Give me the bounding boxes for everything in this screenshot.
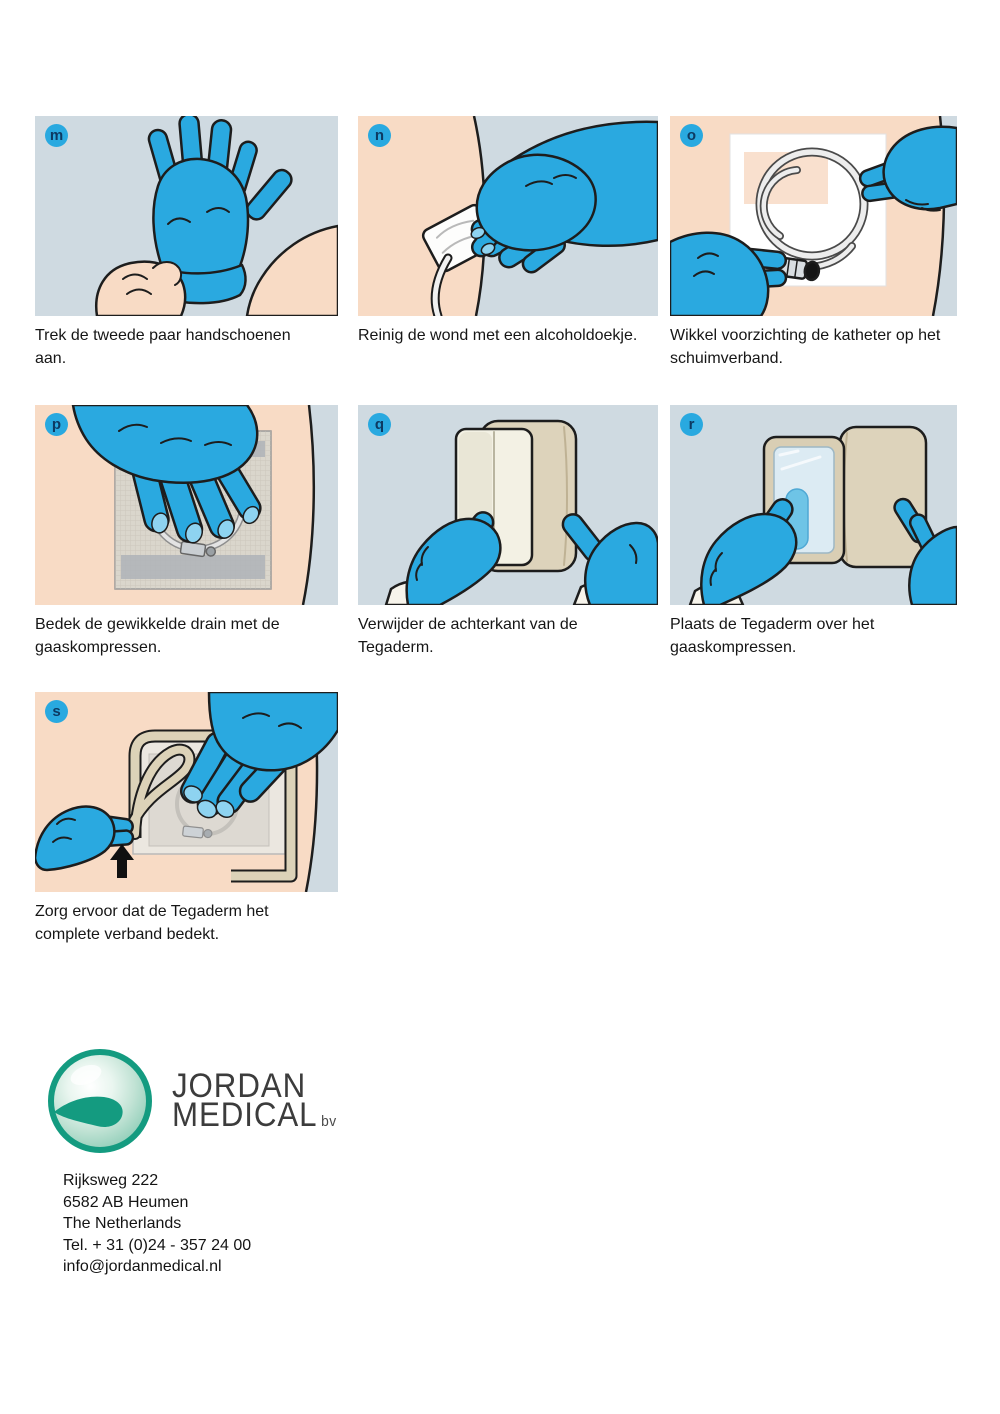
address-line-country: The Netherlands — [63, 1215, 182, 1232]
logo-suffix: bv — [321, 1113, 337, 1130]
address-line-street: Rijksweg 222 — [63, 1172, 159, 1189]
logo-sphere-icon — [48, 1049, 152, 1153]
step-panel-p: p Bedek de gewikkelde drain met de gaask… — [35, 405, 338, 659]
step-caption-q: Verwijder de achterkant van de Tegaderm. — [358, 616, 578, 657]
step-letter-badge-q: q — [368, 413, 391, 436]
step-letter-badge-s: s — [45, 700, 68, 723]
step-letter-badge-r: r — [680, 413, 703, 436]
step-letter-badge-n: n — [368, 124, 391, 147]
step-letter-badge-m: m — [45, 124, 68, 147]
step-caption-o: Wikkel voorzichting de katheter op het s… — [670, 327, 941, 368]
step-caption-n: Reinig de wond met een alcoholdoekje. — [358, 327, 638, 344]
logo-line-1: JORDAN — [172, 1067, 307, 1105]
address-line-email: info@jordanmedical.nl — [63, 1258, 222, 1275]
illustration-cover-gauze: p — [35, 405, 338, 605]
illustration-don-gloves: m — [35, 116, 338, 316]
step-panel-s: s Zorg ervoor dat de Tegaderm het comple… — [35, 692, 338, 946]
step-panel-n: n Reinig de wond met een alcoholdoekje. — [358, 116, 658, 347]
illustration-check-coverage: s — [35, 692, 338, 892]
step-caption-m: Trek de tweede paar handschoenen aan. — [35, 327, 291, 368]
step-panel-o: o Wikkel voorzichting de katheter op het… — [670, 116, 957, 370]
illustration-peel-backing: q — [358, 405, 658, 605]
step-caption-p: Bedek de gewikkelde drain met de gaaskom… — [35, 616, 280, 657]
illustration-clean-wound: n — [358, 116, 658, 316]
step-caption-s: Zorg ervoor dat de Tegaderm het complete… — [35, 903, 269, 944]
peel-direction-arrow-icon — [110, 844, 134, 878]
step-panel-m: m Trek de tweede paar handschoenen aan. — [35, 116, 338, 370]
address-line-phone: Tel. + 31 (0)24 - 357 24 00 — [63, 1236, 252, 1254]
step-letter-badge-o: o — [680, 124, 703, 147]
step-panel-r: r Plaats de Tegaderm over het gaaskompre… — [670, 405, 957, 659]
address-block: Rijksweg 222 6582 AB Heumen The Netherla… — [63, 1170, 251, 1278]
illustration-wrap-catheter: o — [670, 116, 957, 316]
address-line-city: 6582 AB Heumen — [63, 1193, 189, 1211]
step-letter-badge-p: p — [45, 413, 68, 436]
step-caption-r: Plaats de Tegaderm over het gaaskompress… — [670, 616, 875, 657]
illustration-place-tegaderm: r — [670, 405, 957, 605]
step-panel-q: q Verwijder de achterkant van de Tegader… — [358, 405, 658, 659]
